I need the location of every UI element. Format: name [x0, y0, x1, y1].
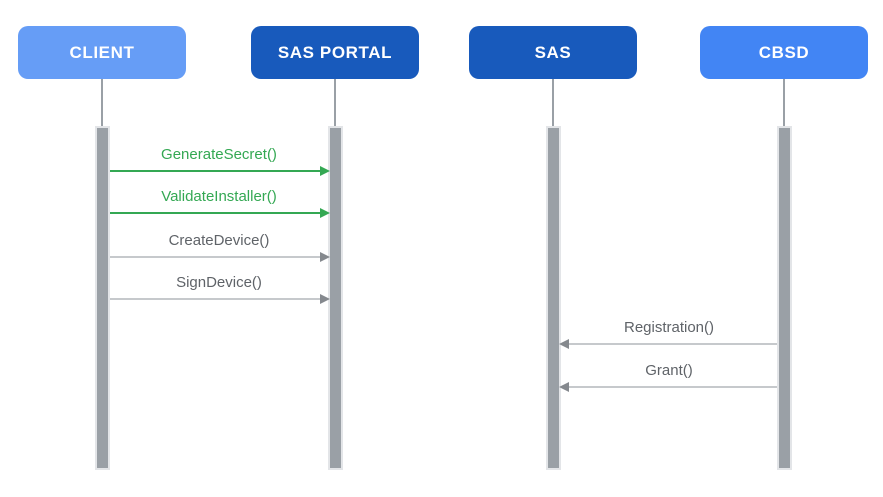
message-label-grant: Grant()	[645, 362, 693, 379]
message-label-sign-device: SignDevice()	[176, 274, 262, 291]
arrowhead-left-icon	[559, 339, 569, 349]
message-generate-secret: GenerateSecret()	[110, 146, 330, 176]
activation-bar-cbsd	[777, 126, 792, 470]
actor-box-cbsd: CBSD	[700, 26, 868, 79]
message-validate-installer: ValidateInstaller()	[110, 188, 330, 218]
activation-bar-sas	[546, 126, 561, 470]
message-label-registration: Registration()	[623, 319, 715, 336]
lifeline-sas	[552, 79, 554, 126]
lifeline-sas-portal	[334, 79, 336, 126]
message-sign-device: SignDevice()	[110, 274, 330, 304]
actor-box-sas-portal: SAS PORTAL	[251, 26, 419, 79]
message-arrow-grant	[559, 382, 777, 392]
message-label-generate-secret: GenerateSecret()	[161, 146, 277, 163]
message-arrow-create-device	[110, 252, 330, 262]
arrowhead-right-icon	[320, 208, 330, 218]
message-create-device: CreateDevice()	[110, 232, 330, 262]
lifeline-cbsd	[783, 79, 785, 126]
message-label-validate-installer: ValidateInstaller()	[161, 188, 277, 205]
actor-box-sas: SAS	[469, 26, 637, 79]
actor-box-client: CLIENT	[18, 26, 186, 79]
message-arrow-sign-device	[110, 294, 330, 304]
activation-bar-sas-portal	[328, 126, 343, 470]
actor-label-cbsd: CBSD	[758, 42, 810, 62]
message-grant: Grant()	[559, 362, 777, 392]
arrowhead-right-icon	[320, 166, 330, 176]
actor-label-sas-portal: SAS PORTAL	[277, 42, 393, 62]
arrowhead-right-icon	[320, 252, 330, 262]
message-arrow-validate-installer	[110, 208, 330, 218]
arrowhead-left-icon	[559, 382, 569, 392]
message-label-create-device: CreateDevice()	[168, 232, 270, 249]
message-arrow-registration	[559, 339, 777, 349]
message-arrow-generate-secret	[110, 166, 330, 176]
actor-label-sas: SAS	[534, 42, 572, 62]
arrowhead-right-icon	[320, 294, 330, 304]
activation-bar-client	[95, 126, 110, 470]
lifeline-client	[101, 79, 103, 126]
actor-label-client: CLIENT	[69, 42, 135, 62]
message-registration: Registration()	[559, 319, 777, 349]
